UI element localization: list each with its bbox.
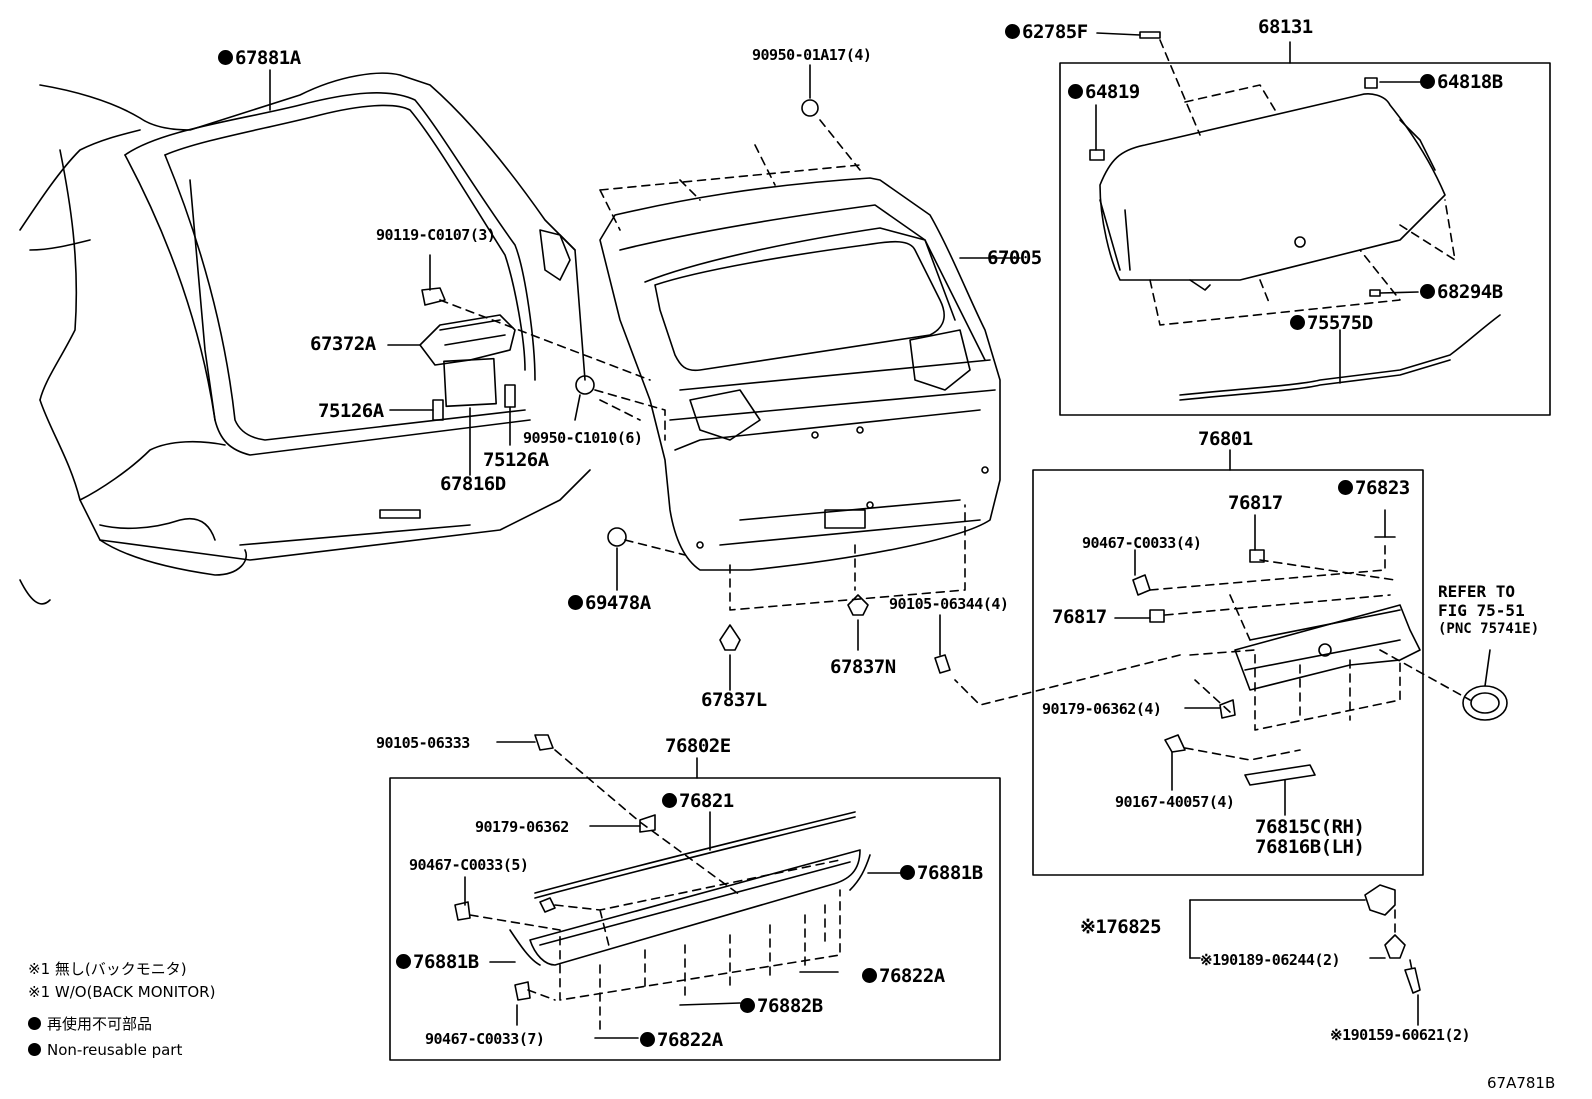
nonreusable-mark: [1420, 284, 1435, 299]
label-67881A: 67881A: [218, 48, 301, 68]
label-76822A-right: 76822A: [862, 966, 945, 986]
label-76881B-left: 76881B: [396, 952, 479, 972]
legend-note-jp: ※1 無し(バックモニタ): [28, 960, 187, 978]
callout-dashes-76801: [954, 539, 1471, 761]
refer-line-1: REFER TO: [1438, 582, 1516, 601]
label-76802E: 76802E: [665, 735, 731, 757]
nonreusable-mark: [1290, 315, 1305, 330]
box-76802E: [389, 777, 1001, 1061]
nonreusable-mark: [640, 1032, 655, 1047]
nonreusable-mark: [1338, 480, 1353, 495]
garnish-76801: [1132, 509, 1508, 816]
label-90179-06362-4: 90179-06362(4): [1042, 700, 1162, 718]
label-90467-C0033-5: 90467-C0033(5): [409, 856, 529, 874]
legend-note-en: ※1 W/O(BACK MONITOR): [28, 983, 216, 1001]
label-75126A-left: 75126A: [318, 400, 384, 422]
leaders-76802E: [464, 734, 901, 1026]
label-67372A: 67372A: [310, 333, 376, 355]
label-90189-06244: ※190189-06244(2): [1200, 951, 1341, 969]
nonreusable-mark: [28, 1017, 41, 1030]
label-67816D: 67816D: [440, 473, 506, 495]
label-76801: 76801: [1198, 428, 1253, 450]
nonreusable-mark: [862, 968, 877, 983]
nonreusable-mark: [568, 595, 583, 610]
nonreusable-mark: [900, 865, 915, 880]
label-76822A-bottom: 76822A: [640, 1030, 723, 1050]
label-75575D: 75575D: [1290, 313, 1373, 333]
refer-to-note: REFER TO FIG 75-51 (PNC 75741E): [1438, 582, 1539, 639]
nonreusable-mark: [662, 793, 677, 808]
label-90179-06362: 90179-06362: [475, 818, 569, 836]
nonreusable-mark: [396, 954, 411, 969]
box-68131: [1059, 62, 1551, 416]
label-90119-C0107: 90119-C0107(3): [376, 226, 496, 244]
nonreusable-mark: [218, 50, 233, 65]
nonreusable-mark: [740, 998, 755, 1013]
label-67837N: 67837N: [830, 656, 896, 678]
legend-nonreusable-en: Non-reusable part: [28, 1041, 182, 1059]
nonreusable-mark: [1420, 74, 1435, 89]
label-76817-mid: 76817: [1052, 606, 1107, 628]
label-90467-C0033-4: 90467-C0033(4): [1082, 534, 1202, 552]
label-62785F: 62785F: [1005, 22, 1088, 42]
label-76825: ※176825: [1080, 916, 1162, 938]
label-68131: 68131: [1258, 16, 1313, 38]
label-75126A-right: 75126A: [483, 449, 549, 471]
label-69478A: 69478A: [568, 593, 651, 613]
refer-line-3: (PNC 75741E): [1438, 621, 1540, 637]
label-90167-40057: 90167-40057(4): [1115, 793, 1235, 811]
label-90105-06333: 90105-06333: [376, 734, 470, 752]
leaders-76801: [934, 514, 1491, 709]
back-door-panel: [599, 177, 1001, 571]
callout-dashes-door: [439, 119, 966, 611]
legend-nonreusable-jp: 再使用不可部品: [28, 1015, 152, 1033]
label-90950-01A17: 90950-01A17(4): [752, 46, 872, 64]
callout-dashes-glass: [1149, 39, 1456, 326]
label-90105-06344: 90105-06344(4): [889, 595, 1009, 613]
label-64819: 64819: [1068, 82, 1140, 102]
camera-bracket-group: [1189, 884, 1421, 1026]
box-76801: [1032, 469, 1424, 876]
nonreusable-mark: [1005, 24, 1020, 39]
label-68294B: 68294B: [1420, 282, 1503, 302]
label-76815C: 76815C(RH): [1255, 816, 1365, 838]
glass-leaders: [1095, 32, 1421, 294]
garnish-76802E: [454, 811, 871, 1039]
label-67837L: 67837L: [701, 689, 767, 711]
label-64818B: 64818B: [1420, 72, 1503, 92]
label-76823: 76823: [1338, 478, 1410, 498]
refer-line-2: FIG 75-51: [1438, 601, 1525, 620]
callout-dashes-76802E: [469, 749, 841, 1031]
label-90950-C1010: 90950-C1010(6): [523, 429, 643, 447]
nonreusable-mark: [28, 1043, 41, 1056]
nonreusable-mark: [1068, 84, 1083, 99]
label-67005: 67005: [987, 247, 1042, 269]
diagram-code: 67A781B: [1487, 1074, 1556, 1092]
label-76816B: 76816B(LH): [1255, 836, 1365, 858]
label-90467-C0033-7: 90467-C0033(7): [425, 1030, 545, 1048]
callout-dashes-76825: [1394, 909, 1413, 971]
garnish-strip-75575D: [1179, 314, 1501, 401]
label-76821: 76821: [662, 791, 734, 811]
label-76881B-right: 76881B: [900, 863, 983, 883]
vehicle-body-outline: [19, 72, 591, 605]
label-76817-top: 76817: [1228, 492, 1283, 514]
back-window-glass: [1089, 31, 1446, 297]
door-fasteners: [387, 64, 1021, 691]
label-90159-60621: ※190159-60621(2): [1330, 1026, 1471, 1044]
label-76882B: 76882B: [740, 996, 823, 1016]
